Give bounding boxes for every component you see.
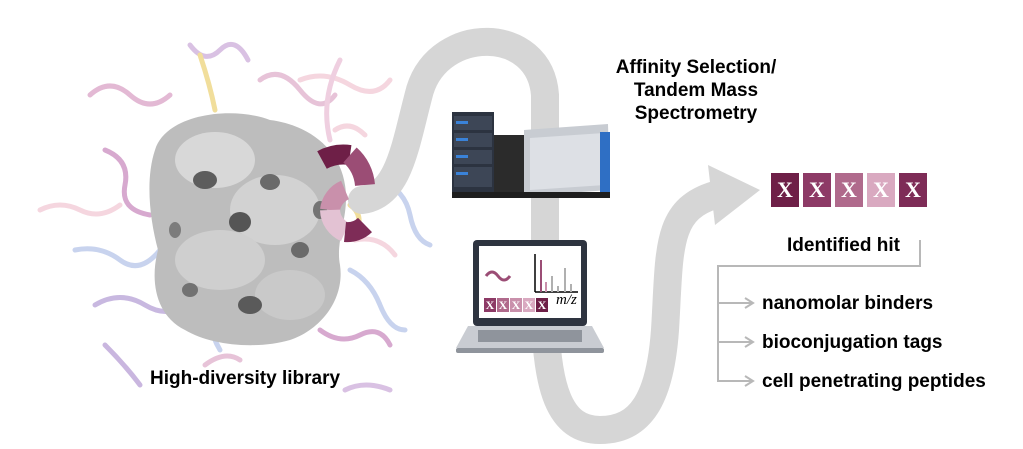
hit-residue: X xyxy=(803,173,831,207)
peptide-segment xyxy=(320,180,350,212)
application-item: bioconjugation tags xyxy=(762,332,943,353)
protein-pocket xyxy=(238,296,262,314)
wave-icon xyxy=(484,270,512,282)
peptide-strand xyxy=(332,123,368,138)
protein-pocket xyxy=(229,212,251,232)
laptop-residue: X xyxy=(497,298,509,312)
peptide-strand xyxy=(257,71,338,107)
mass-spectrometer xyxy=(452,112,610,198)
branch-arrowhead xyxy=(744,297,755,309)
process-title: Affinity Selection/ Tandem Mass Spectrom… xyxy=(578,56,814,125)
branch-arrowhead xyxy=(744,375,755,387)
lc-module xyxy=(454,167,492,187)
peptide-strand xyxy=(317,327,393,348)
peptide-strand xyxy=(324,57,343,143)
bound-peptide xyxy=(317,144,375,243)
peptide-segment xyxy=(320,208,350,242)
protein-patch xyxy=(175,132,255,188)
hit-residue: X xyxy=(899,173,927,207)
laptop-residue: X xyxy=(510,298,522,312)
application-item: nanomolar binders xyxy=(762,293,934,314)
flow-arrow-head xyxy=(708,165,760,225)
laptop-base xyxy=(456,348,604,353)
application-branches xyxy=(717,240,921,387)
peptide-strand xyxy=(197,52,218,113)
peptide-segment xyxy=(317,144,352,170)
title-line: Spectrometry xyxy=(634,103,758,124)
hit-residue: X xyxy=(771,173,799,207)
protein-patch xyxy=(175,230,265,290)
protein-pocket xyxy=(291,242,309,258)
branch-arrowhead xyxy=(744,336,755,348)
peptide-strand xyxy=(202,353,243,368)
protein-patch xyxy=(255,270,325,320)
lc-accent xyxy=(456,138,468,141)
mz-axis-label: m/z xyxy=(556,292,577,308)
peptide-strand xyxy=(342,382,393,393)
peptide-strand xyxy=(87,83,173,107)
lc-module xyxy=(454,133,492,147)
lc-accent xyxy=(456,155,468,158)
peptide-segment xyxy=(342,147,375,187)
peptide-strand xyxy=(102,147,153,218)
library-label: High-diversity library xyxy=(150,368,341,389)
hit-residue: X xyxy=(867,173,895,207)
laptop xyxy=(456,240,604,353)
title-line: Affinity Selection/ xyxy=(615,57,777,78)
peptide-strand xyxy=(352,236,398,258)
lc-accent xyxy=(456,172,468,175)
peptide-strand xyxy=(347,267,408,333)
laptop-residue: X xyxy=(484,298,496,312)
laptop-keys xyxy=(478,330,582,342)
application-item: cell penetrating peptides xyxy=(762,371,986,392)
lc-module xyxy=(454,150,492,164)
flow-arrow xyxy=(348,27,729,445)
peptide-strand xyxy=(297,73,393,94)
ms-body-dark xyxy=(494,135,526,193)
hit-label: Identified hit xyxy=(787,235,900,256)
lc-module xyxy=(454,116,492,130)
protein-patch xyxy=(230,175,320,245)
protein-pocket xyxy=(193,171,217,189)
title-line: Tandem Mass xyxy=(633,80,759,101)
hit-residue: X xyxy=(835,173,863,207)
ms-stripe xyxy=(600,132,610,192)
protein-pocket xyxy=(169,222,181,238)
protein-pocket xyxy=(182,283,198,297)
lc-accent xyxy=(456,121,468,124)
branch-trunk xyxy=(717,240,921,382)
laptop-residue: X xyxy=(536,298,548,312)
peptide-strand xyxy=(37,202,123,217)
peptide-strand xyxy=(72,246,163,269)
protein-pocket xyxy=(260,174,280,190)
protein-surface xyxy=(149,113,347,346)
peptide-segment xyxy=(343,217,372,243)
ms-panel xyxy=(530,133,605,190)
peptide-strand xyxy=(102,342,143,388)
laptop-residue: X xyxy=(523,298,535,312)
ms-base xyxy=(452,192,610,198)
